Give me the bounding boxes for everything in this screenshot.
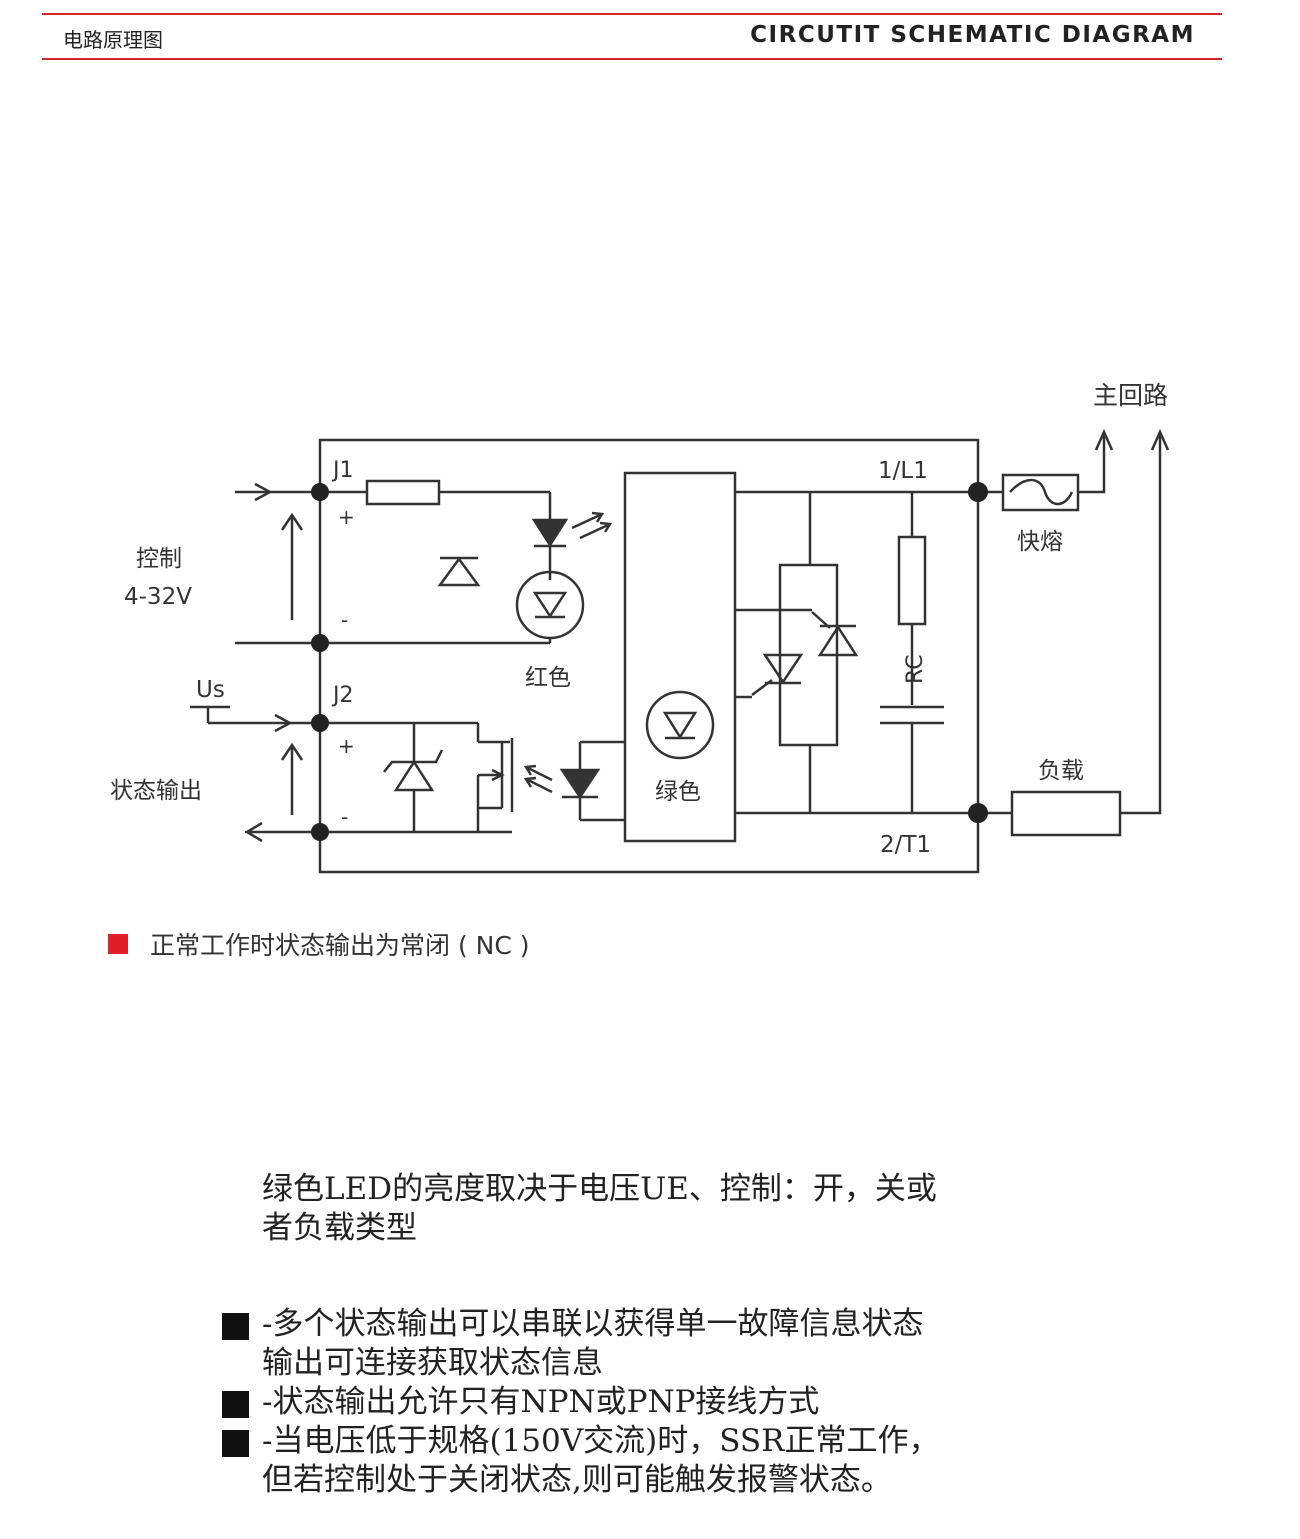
fuse-wave (1009, 478, 1074, 506)
input-led (531, 518, 569, 548)
load-resistor (1010, 790, 1122, 837)
control-input-arrowhead (254, 482, 273, 502)
label-load: 负载 (1038, 758, 1084, 784)
zener-diode (393, 759, 435, 792)
terminal-status-minus (311, 823, 329, 841)
input-resistor (365, 479, 441, 506)
terminal-j1 (311, 483, 329, 501)
header-bottom-rule (42, 58, 1222, 60)
label-control-voltage: 4-32V (124, 584, 192, 610)
green-led-indicator (645, 690, 715, 760)
bullet-item: -状态输出允许只有NPN或PNP接线方式 (222, 1383, 1022, 1422)
green-led-diode (662, 711, 698, 740)
emission-arrow-2 (579, 523, 609, 540)
terminal-l1 (968, 482, 988, 502)
control-module (623, 471, 737, 843)
opto-led (559, 768, 601, 800)
terminal-j2 (311, 714, 329, 732)
terminal-t1 (968, 803, 988, 823)
control-voltage-arrowhead (280, 512, 304, 531)
label-j1: J1 (331, 458, 354, 483)
label-rc: RC (903, 654, 928, 684)
red-led-diode (532, 591, 568, 619)
bullet-line: -状态输出允许只有NPN或PNP接线方式 (262, 1384, 820, 1420)
emission-arrow-1-head (591, 511, 605, 523)
bullet-square-icon (222, 1430, 249, 1457)
emission-arrow-1 (571, 513, 601, 530)
bullet-item: -当电压低于规格(150V交流)时，SSR正常工作， 但若控制处于关闭状态,则可… (222, 1422, 1022, 1500)
label-minus-bottom: - (341, 805, 348, 829)
opto-arrow-2-head (523, 776, 537, 788)
ssr-housing (318, 438, 980, 874)
status-output-arrowhead (244, 821, 263, 843)
emission-arrow-2-head (599, 521, 613, 533)
header-left-title: 电路原理图 (63, 28, 163, 52)
led-description-line-2: 者负载类型 (262, 1210, 417, 1246)
led-description-line-1: 绿色LED的亮度取决于电压UE、控制：开，关或 (262, 1171, 937, 1207)
label-l1: 1/L1 (878, 458, 928, 484)
label-us: Us (196, 677, 225, 703)
thyristor-lower (762, 653, 804, 685)
circuit-schematic: 主回路 J1 J2 1/L1 2/T1 快熔 控制 4-32V Us 状态输出 … (110, 381, 1170, 874)
label-main-circuit: 主回路 (1093, 381, 1168, 410)
thyristor-upper (817, 624, 859, 657)
protection-diode (437, 556, 481, 587)
bullet-square-icon (222, 1313, 249, 1340)
thyristor-upper-gate (811, 611, 831, 629)
header-top-rule (42, 13, 1222, 15)
bullet-line: -多个状态输出可以串联以获得单一故障信息状态 (262, 1306, 924, 1342)
red-led-indicator (515, 570, 585, 640)
terminal-control-minus (311, 634, 329, 652)
nc-note-text: 正常工作时状态输出为常闭 ( NC ) (150, 931, 530, 960)
label-fast-fuse: 快熔 (1017, 529, 1063, 555)
feature-bullet-list: -多个状态输出可以串联以获得单一故障信息状态 输出可连接获取状态信息 -状态输出… (222, 1305, 1022, 1500)
label-plus-top: + (338, 505, 355, 529)
fast-fuse (1001, 473, 1080, 512)
label-t1: 2/T1 (880, 832, 931, 858)
bullet-line: 输出可连接获取状态信息 (262, 1345, 603, 1381)
thyristor-lower-gate (751, 679, 773, 696)
opto-arrow-1 (527, 766, 553, 782)
bullet-square-icon (222, 1391, 249, 1418)
label-j2: J2 (331, 683, 354, 708)
rc-resistor (897, 535, 927, 626)
bullet-line: 但若控制处于关闭状态,则可能触发报警状态。 (262, 1462, 892, 1498)
note-marker-square-icon (108, 934, 128, 954)
label-status-output: 状态输出 (110, 778, 202, 804)
fuse-to-main-wire (1078, 432, 1106, 494)
label-plus-bottom: + (338, 734, 355, 758)
nc-note: 正常工作时状态输出为常闭 ( NC ) (108, 926, 530, 962)
label-green: 绿色 (655, 779, 701, 805)
main-arrow-left (1094, 428, 1114, 451)
status-voltage-arrowhead (280, 742, 304, 761)
label-control: 控制 (136, 546, 182, 572)
label-red: 红色 (525, 665, 571, 691)
header-right-title: CIRCUTIT SCHEMATIC DIAGRAM (750, 22, 1195, 48)
us-arrowhead (274, 713, 293, 733)
bullet-line: -当电压低于规格(150V交流)时，SSR正常工作， (262, 1423, 940, 1459)
opto-arrow-2 (527, 778, 553, 794)
load-to-main-wire (1120, 432, 1162, 815)
bullet-item: -多个状态输出可以串联以获得单一故障信息状态 输出可连接获取状态信息 (222, 1305, 1022, 1383)
main-arrow-right (1150, 428, 1170, 451)
led-description: 绿色LED的亮度取决于电压UE、控制：开，关或 者负载类型 (262, 1170, 1022, 1248)
mosfet-arrow (491, 768, 505, 782)
opto-arrow-1-head (523, 764, 537, 776)
label-minus-top: - (341, 608, 348, 632)
